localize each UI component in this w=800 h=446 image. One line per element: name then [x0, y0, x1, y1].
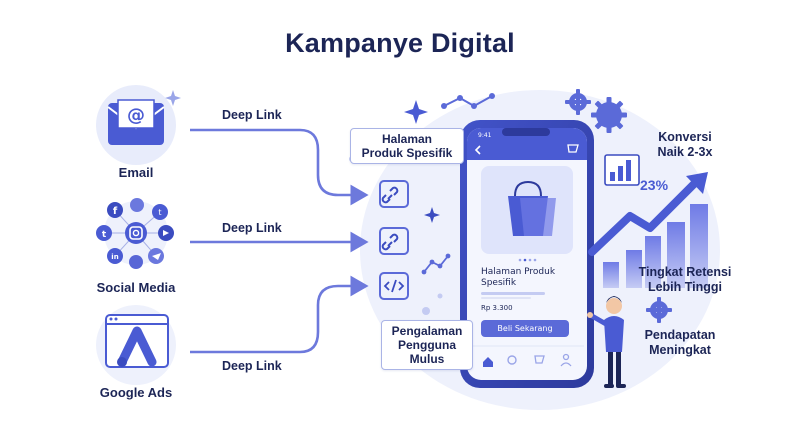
- outcome-pendapatan: Pendapatan Meningkat: [644, 328, 716, 357]
- bar-chart-icon: [604, 154, 640, 186]
- svg-text:f: f: [113, 206, 118, 217]
- deep-link-label: Deep Link: [222, 108, 282, 122]
- source-label-email: Email: [118, 165, 154, 180]
- outcome-percent: 23%: [640, 177, 669, 193]
- deep-link-label: Deep Link: [222, 221, 282, 235]
- person-illustration: [587, 296, 626, 388]
- callout-halaman-produk: Halaman Produk Spesifik: [350, 128, 464, 164]
- gear-icon: [646, 297, 672, 323]
- svg-text:@: @: [127, 105, 145, 126]
- outcome-retensi: Tingkat Retensi Lebih Tinggi: [638, 265, 732, 294]
- home-icon: [483, 357, 493, 367]
- smartphone: [460, 120, 594, 388]
- svg-text:t: t: [102, 230, 107, 240]
- deep-link-arrows: [190, 128, 369, 354]
- callout-pengalaman-pengguna: Pengalaman Pengguna Mulus: [381, 320, 473, 370]
- growth-chart: [588, 172, 708, 288]
- page-title: Kampanye Digital: [285, 28, 515, 58]
- link-icon: [379, 180, 409, 208]
- trend-line-decoration: [443, 95, 493, 108]
- deep-link-label: Deep Link: [222, 359, 282, 373]
- sparkle-icon: [424, 207, 440, 223]
- source-label-social-media: Social Media: [96, 280, 176, 295]
- email-envelope-icon: @: [96, 85, 176, 165]
- svg-text:t: t: [158, 208, 161, 217]
- gear-icon: [565, 89, 591, 115]
- trend-line-decoration: [423, 255, 449, 273]
- phone-price: Rp 3.300: [481, 304, 513, 312]
- google-ads-icon: [96, 305, 176, 385]
- gear-icon: [591, 97, 627, 133]
- code-icon: [379, 272, 409, 300]
- social-media-cluster-icon: f t t in: [96, 198, 174, 269]
- sparkle-icon: [404, 100, 428, 124]
- phone-product-title: Halaman Produk Spesifik: [481, 267, 556, 288]
- sparkle-icon: [165, 90, 181, 106]
- buy-now-button[interactable]: Beli Sekarang: [481, 320, 569, 337]
- link-icon: [379, 227, 409, 255]
- source-label-google-ads: Google Ads: [99, 385, 173, 400]
- outcome-konversi: Konversi Naik 2-3x: [657, 130, 713, 159]
- svg-text:in: in: [111, 253, 118, 261]
- phone-status-time: 9:41: [478, 132, 492, 139]
